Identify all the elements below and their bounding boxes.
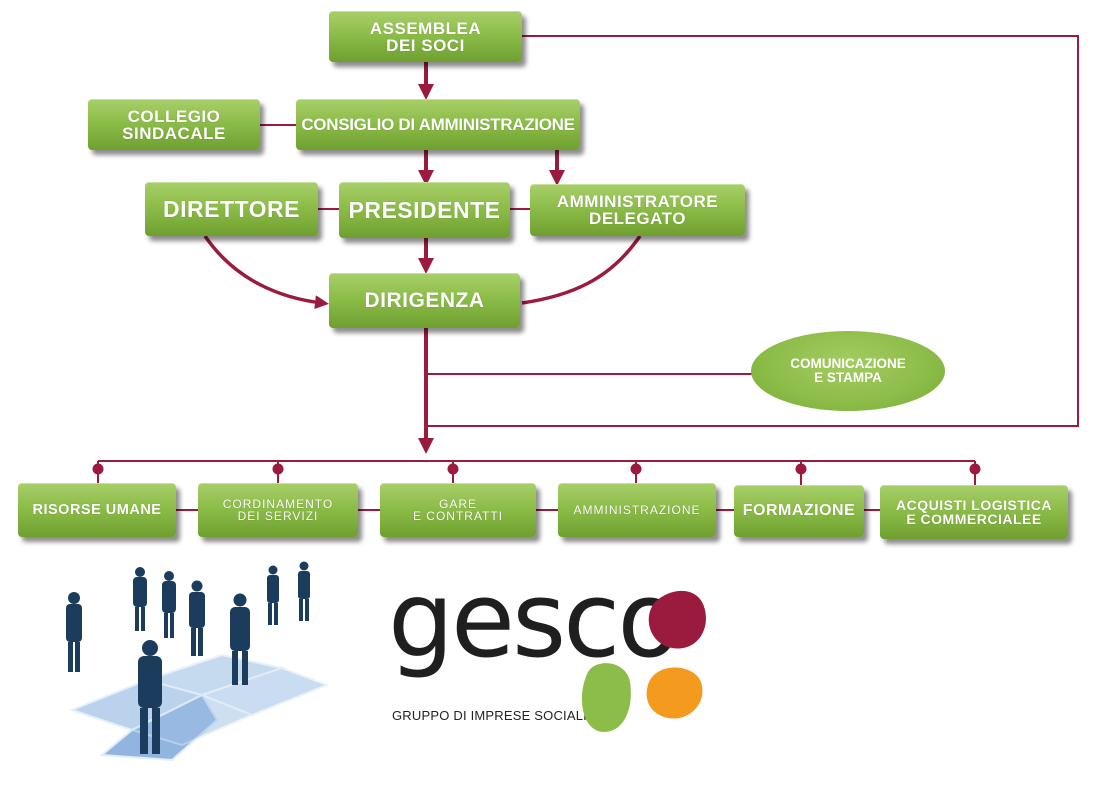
dept-risorse-umane: RISORSE UMANE: [18, 483, 176, 537]
node-collegio-sindacale: COLLEGIO SINDACALE: [88, 99, 260, 150]
puzzle-pieces-icon: [69, 653, 330, 762]
dept-cordinamento-dei-servizi: CORDINAMENTO DEI SERVIZI: [198, 483, 358, 537]
bus-dot: [447, 463, 459, 475]
node-assemblea-dei-soci: ASSEMBLEA DEI SOCI: [329, 11, 522, 62]
dept-gare-e-contratti: GARE E CONTRATTI: [380, 483, 536, 537]
curve-amministratore-dirigenza: [521, 235, 642, 305]
node-consiglio-di-amministrazione: CONSIGLIO DI AMMINISTRAZIONE: [296, 99, 580, 150]
gesco-logo-mark-icon: [581, 590, 706, 732]
curve-direttore-dirigenza: [203, 235, 329, 310]
node-comunicazione-e-stampa: COMUNICAZIONE E STAMPA: [751, 331, 945, 411]
people-puzzle-illustration: [66, 561, 330, 762]
bus-dot: [92, 463, 104, 475]
bus-dot: [969, 463, 981, 475]
node-presidente: PRESIDENTE: [339, 182, 510, 238]
dept-amministrazione: AMMINISTRAZIONE: [558, 483, 716, 537]
line-assemblea-loop: [426, 35, 1079, 427]
dept-acquisti-logistica: ACQUISTI LOGISTICA E COMMERCIALEE: [880, 485, 1068, 539]
bus-dot: [272, 463, 284, 475]
logo-tagline: GRUPPO DI IMPRESE SOCIALI: [392, 708, 587, 723]
logo-red-blob-icon: [648, 590, 706, 649]
bus-dot: [630, 463, 642, 475]
logo-wordmark: gesco: [388, 559, 681, 681]
people-icon: [66, 561, 310, 754]
node-direttore: DIRETTORE: [145, 182, 318, 236]
logo-orange-blob-icon: [646, 667, 703, 719]
bus-dot: [795, 463, 807, 475]
logo-green-blob-icon: [581, 663, 631, 732]
dept-formazione: FORMAZIONE: [734, 485, 864, 537]
node-amministratore-delegato: AMMINISTRATORE DELEGATO: [530, 184, 745, 236]
node-dirigenza: DIRIGENZA: [329, 273, 520, 328]
